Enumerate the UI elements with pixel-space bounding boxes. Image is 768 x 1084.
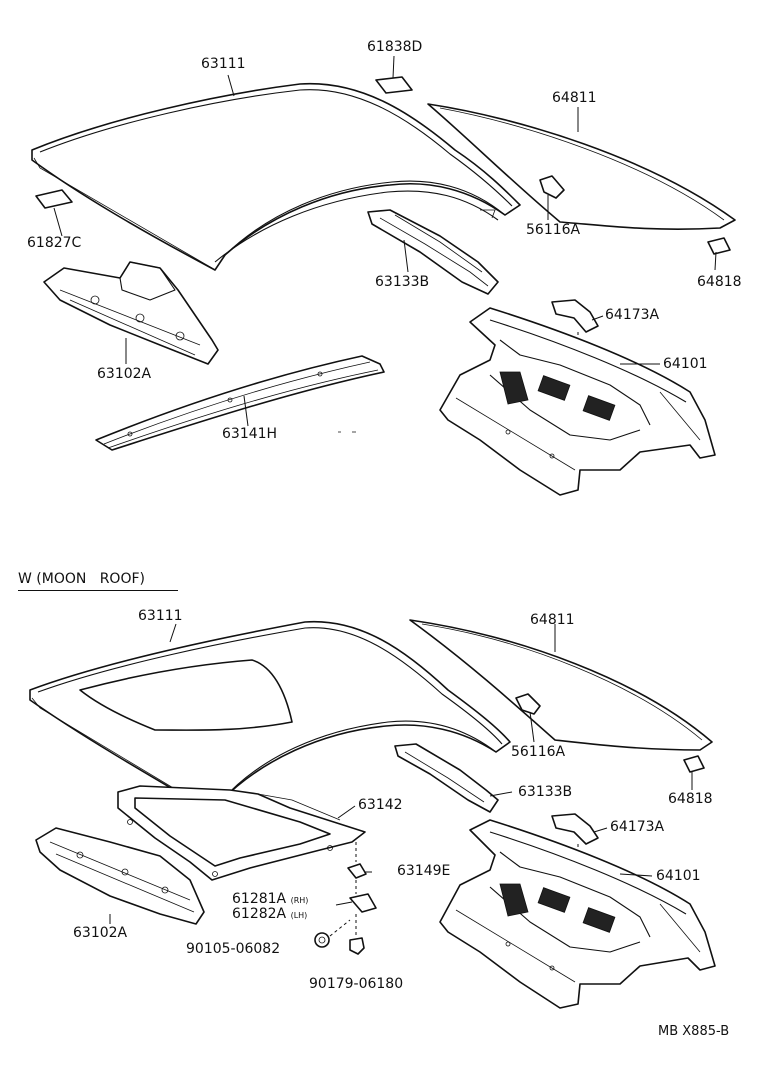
label-lower-front-header: 63102A: [73, 925, 128, 941]
upper-back-window: [427, 103, 736, 230]
label-lower-bracket-rh: 61281A (RH): [232, 892, 308, 906]
lower-rail-right: [394, 743, 499, 813]
label-lower-bracket-rh-tag: (RH): [290, 896, 309, 905]
upper-side-pad: [35, 189, 73, 209]
lower-roof-panel: [29, 620, 511, 813]
label-upper-roof-panel: 63111: [201, 56, 246, 72]
lower-bracket: [551, 813, 599, 845]
lower-clip: [349, 937, 365, 955]
label-lower-moonroof-frame: 63142: [358, 797, 403, 813]
label-upper-rail-right: 63133B: [375, 274, 430, 290]
label-lower-bracket-clip: 63149E: [397, 863, 451, 879]
label-upper-roof-pad: 61838D: [367, 39, 423, 55]
label-upper-back-window: 64811: [552, 90, 597, 106]
upper-roof-pad: [375, 76, 413, 94]
label-lower-bracket: 64173A: [610, 819, 665, 835]
label-lower-rail-right: 63133B: [518, 784, 573, 800]
label-lower-clip: 90179-06180: [309, 976, 404, 992]
label-lower-back-window: 64811: [530, 612, 575, 628]
label-upper-side-pad: 61827C: [27, 235, 82, 251]
label-lower-rear-panel: 64101: [656, 868, 701, 884]
lower-window-clip: [515, 693, 541, 715]
lower-bracket-clip: [347, 863, 367, 879]
section-title-underline: [18, 590, 178, 591]
upper-rear-panel: [439, 307, 716, 496]
upper-rail-left: [95, 355, 385, 451]
label-upper-rear-panel: 64101: [663, 356, 708, 372]
section-title-moon-roof: W (MOON ROOF): [18, 571, 145, 587]
lower-window-stopper: [683, 755, 705, 773]
upper-roof-panel: [31, 82, 521, 271]
label-lower-bracket-lh-tag: (LH): [290, 911, 308, 920]
lower-side-bracket: [349, 893, 377, 913]
upper-front-header: [43, 261, 219, 365]
label-upper-bracket: 64173A: [605, 307, 660, 323]
label-lower-nut: 90105-06082: [186, 941, 281, 957]
lower-moonroof-frame: [117, 785, 366, 881]
label-lower-bracket-rh-number: 61281A: [232, 891, 287, 907]
label-lower-window-stopper: 64818: [668, 791, 713, 807]
upper-bracket: [551, 299, 599, 333]
label-upper-rail-left: 63141H: [222, 426, 278, 442]
upper-window-stopper: [707, 237, 731, 255]
label-upper-front-header: 63102A: [97, 366, 152, 382]
label-lower-bracket-lh: 61282A (LH): [232, 907, 307, 921]
label-lower-roof-panel: 63111: [138, 608, 183, 624]
label-lower-bracket-lh-number: 61282A: [232, 906, 287, 922]
diagram-code: MB X885-B: [658, 1024, 730, 1039]
lower-nut: [314, 932, 330, 948]
label-lower-window-clip: 56116A: [511, 744, 566, 760]
lower-rear-panel: [439, 819, 716, 1009]
label-upper-window-stopper: 64818: [697, 274, 742, 290]
label-upper-window-clip: 56116A: [526, 222, 581, 238]
lower-front-header: [35, 827, 205, 925]
lower-back-window: [409, 619, 713, 751]
upper-window-clip: [539, 175, 565, 199]
upper-rail-right: [367, 209, 499, 295]
